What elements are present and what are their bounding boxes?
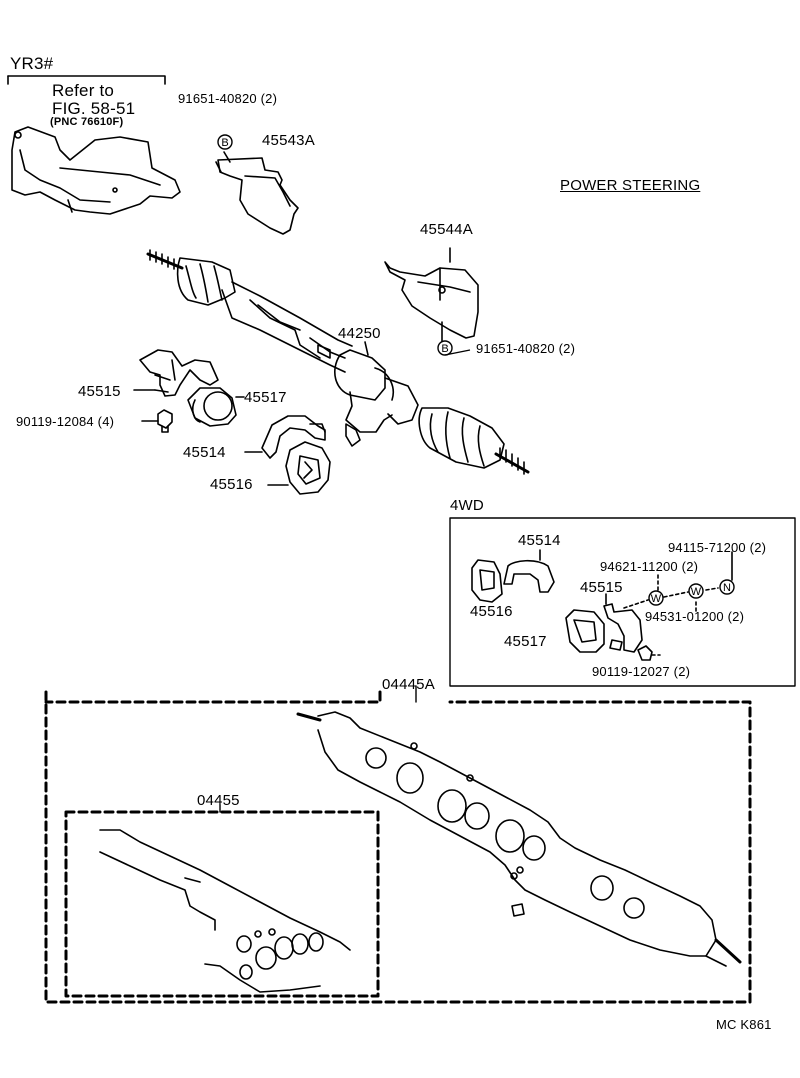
fwd-part-94115: 94115-71200 (2) (668, 540, 767, 555)
bolt-b-badge-icon: B (217, 134, 233, 150)
part-45543A: 45543A (262, 132, 315, 149)
figure-code: MC K861 (716, 1017, 772, 1032)
svg-text:W: W (691, 586, 702, 598)
fwd-part-90119: 90119-12027 (2) (592, 664, 691, 679)
part-91651-right: 91651-40820 (2) (476, 341, 576, 356)
reference-bracket-part (11, 126, 181, 215)
fwd-bush-45517 (565, 609, 605, 653)
part-04445A: 04445A (382, 676, 435, 693)
nut-n-badge-icon: N (719, 579, 735, 595)
washer-w-badge-icon: W (648, 590, 664, 606)
refer-line2: FIG. 58-51 (52, 99, 136, 118)
part-04455: 04455 (197, 792, 240, 809)
rack-housing-04445A (296, 711, 742, 967)
fwd-part-45516: 45516 (470, 603, 513, 620)
fwd-part-94621: 94621-11200 (2) (600, 559, 699, 574)
box-04445A (44, 690, 752, 1004)
fwd-part-45514: 45514 (518, 532, 561, 549)
rack-inner-04455 (99, 829, 351, 993)
svg-text:B: B (221, 137, 228, 149)
bolt-b-badge-icon: B (437, 340, 453, 356)
fwd-bracket-45514 (503, 549, 555, 593)
box-04455 (64, 810, 380, 998)
bush-45516 (267, 441, 331, 495)
part-45544A: 45544A (420, 221, 473, 238)
bush-45517 (187, 387, 245, 427)
variant-label-yr3: YR3# (10, 54, 54, 73)
refer-line1: Refer to (52, 81, 115, 100)
svg-text:N: N (723, 582, 731, 594)
fwd-bush-45516 (471, 559, 503, 603)
bracket-45544A (384, 247, 479, 343)
bracket-45515 (133, 349, 219, 397)
part-90119-12084: 90119-12084 (4) (16, 414, 115, 429)
box-4wd (449, 517, 796, 687)
svg-text:W: W (651, 593, 662, 605)
fwd-part-45517: 45517 (504, 633, 547, 650)
diagram-title: POWER STEERING (560, 177, 701, 194)
fwd-bolt-90119 (637, 645, 661, 661)
washer-w-badge-icon: W (688, 583, 704, 599)
yr3-group-bracket (7, 75, 166, 85)
part-45514: 45514 (183, 444, 226, 461)
part-91651-top: 91651-40820 (2) (178, 91, 278, 106)
bracket-45543A (215, 157, 299, 235)
bracket-45514 (244, 415, 326, 459)
fwd-part-45515: 45515 (580, 579, 623, 596)
fwd-title: 4WD (450, 497, 484, 514)
part-44250: 44250 (338, 325, 381, 342)
steering-rack-44250 (146, 249, 530, 475)
refer-line3: (PNC 76610F) (50, 116, 124, 128)
fwd-part-94531: 94531-01200 (2) (645, 609, 745, 624)
fwd-bracket-45515 (603, 593, 643, 653)
bolt-90119-12084 (141, 409, 173, 433)
part-45517: 45517 (244, 389, 287, 406)
part-45516: 45516 (210, 476, 253, 493)
part-45515: 45515 (78, 383, 121, 400)
svg-text:B: B (441, 343, 448, 355)
